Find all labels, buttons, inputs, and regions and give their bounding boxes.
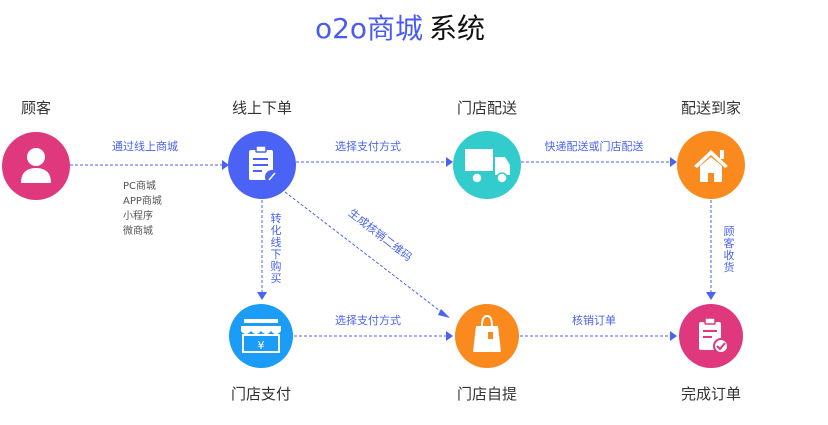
- title-brand: o2o商城: [315, 12, 423, 45]
- vertical-char: 货: [724, 260, 735, 274]
- clipboard-edit-icon: [249, 145, 279, 184]
- clipboard-check-icon: [699, 317, 729, 354]
- storefront-yen-icon: ¥: [241, 319, 281, 353]
- edge-label-convert-offline: 转 化 线 下 购 买: [271, 211, 282, 285]
- edge-label-express-or-store: 快递配送或门店配送: [545, 139, 644, 153]
- channel-list: PC商城 APP商城 小程序 微商城: [123, 179, 162, 237]
- arrow-icon: [670, 157, 677, 167]
- node-label: 门店配送: [457, 99, 517, 117]
- vertical-char: 购: [271, 259, 282, 273]
- channel-item: 微商城: [123, 224, 153, 237]
- user-icon: [21, 148, 51, 183]
- connectors: [70, 157, 716, 341]
- node-label: 线上下单: [232, 99, 292, 117]
- arrow-icon: [222, 160, 229, 170]
- vertical-char: 收: [724, 248, 735, 262]
- diagram-title: o2o商城系统: [315, 12, 485, 45]
- channel-item: APP商城: [123, 194, 162, 207]
- house-icon: [694, 150, 728, 182]
- arrow-icon: [438, 309, 450, 318]
- node-order-complete: 完成订单: [679, 304, 743, 403]
- edge-label-via-online-mall: 通过线上商城: [112, 139, 178, 153]
- node-store-pay: ¥ 门店支付: [229, 304, 293, 403]
- node-store-delivery: 门店配送: [453, 99, 521, 199]
- edge-order-pickup: [284, 191, 445, 315]
- vertical-char: 顾: [724, 225, 735, 238]
- node-home-delivery: 配送到家: [677, 99, 745, 199]
- node-online-order: 线上下单: [228, 99, 296, 199]
- title-rest: 系统: [429, 12, 485, 45]
- arrow-icon: [446, 157, 453, 167]
- shopping-bag-icon: [473, 314, 501, 352]
- node-label: 门店支付: [231, 385, 291, 403]
- edge-label-customer-receive: 顾 客 收 货: [724, 225, 735, 274]
- edge-label-verify-order: 核销订单: [572, 313, 616, 327]
- node-customer: 顾客: [2, 99, 70, 200]
- channel-item: 小程序: [123, 209, 153, 222]
- vertical-char: 买: [271, 272, 282, 285]
- node-label: 顾客: [21, 99, 51, 117]
- edge-label-choose-payment-bottom: 选择支付方式: [335, 313, 401, 327]
- edge-label-generate-qr: 生成核销二维码: [346, 206, 415, 264]
- vertical-char: 线: [271, 235, 282, 249]
- node-store-pickup: 门店自提: [455, 304, 519, 403]
- edge-label-choose-payment: 选择支付方式: [335, 139, 401, 153]
- vertical-char: 转: [271, 211, 282, 225]
- truck-icon: [465, 149, 510, 184]
- arrow-icon: [706, 292, 716, 300]
- node-label: 完成订单: [681, 385, 741, 403]
- node-label: 门店自提: [457, 385, 517, 403]
- vertical-char: 化: [271, 223, 282, 237]
- arrow-icon: [257, 292, 267, 300]
- svg-text:¥: ¥: [258, 339, 265, 352]
- arrow-icon: [670, 331, 677, 341]
- vertical-char: 下: [271, 248, 282, 261]
- node-label: 配送到家: [681, 99, 741, 117]
- vertical-char: 客: [724, 236, 735, 250]
- channel-item: PC商城: [123, 179, 156, 192]
- arrow-icon: [446, 331, 453, 341]
